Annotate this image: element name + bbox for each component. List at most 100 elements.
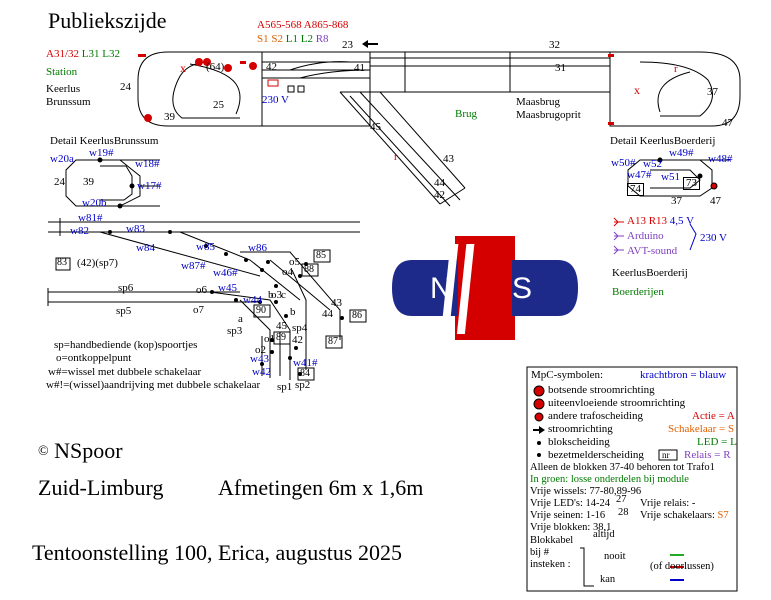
- boerderij-37: 37: [671, 195, 682, 207]
- mpc-schakelaar: Schakelaar = S: [668, 423, 735, 435]
- yard-box-85: 85: [316, 250, 326, 261]
- brug-label: Brug: [455, 108, 477, 120]
- detail-boerderij-tracks: [627, 157, 730, 197]
- yard-legend-4: w#!=(wissel)aandrijving met dubbele scha…: [46, 379, 261, 391]
- block-32: 32: [549, 39, 560, 51]
- mpc-insteken: insteken :: [530, 559, 571, 570]
- yard-box-90: 90: [256, 305, 266, 316]
- left-a-label: A31/32: [46, 48, 79, 60]
- maasbrug-label: Maasbrug: [516, 96, 560, 108]
- mpc-nooit: nooit: [604, 551, 626, 562]
- block-44: 44: [434, 177, 445, 189]
- mpc-schak-free-label: Vrije schakelaars:: [640, 510, 715, 521]
- boerderij-47: 47: [710, 195, 721, 207]
- svg-text:x: x: [634, 83, 640, 97]
- w84-label: w84: [136, 242, 155, 254]
- block-23: 23: [342, 39, 353, 51]
- yard-b2: b: [290, 306, 296, 318]
- s-label: S1 S2: [257, 33, 283, 45]
- w82-label: w82: [70, 225, 89, 237]
- mpc-altijd: altijd: [593, 529, 615, 540]
- sp1-label: sp1: [277, 381, 293, 393]
- volt-230-label: 230 V: [700, 232, 727, 244]
- block-47: 47: [722, 117, 733, 129]
- a-range-label: A565-568 A865-868: [257, 19, 349, 31]
- block-45: 45: [370, 121, 381, 133]
- mpc-blokken: Vrije blokken: 38,1: [530, 522, 612, 533]
- mpc-blokkabel: Blokkabel: [530, 535, 574, 546]
- mpc-bij: bij #: [530, 547, 549, 558]
- direction-arrow: [362, 40, 378, 48]
- brunssum-39: 39: [83, 176, 94, 188]
- keerlus-label: Keerlus: [46, 83, 81, 95]
- brunssum-24: 24: [54, 176, 65, 188]
- block-box-73: 73: [683, 177, 700, 190]
- yard-box-86: 86: [352, 310, 362, 321]
- mpc-nr: nr: [662, 450, 670, 460]
- block-box-74: 74: [627, 183, 644, 196]
- mpc-schak-free: Vrije schakelaars: S7: [640, 510, 729, 522]
- page-title: Publiekszijde: [48, 8, 167, 33]
- svg-text:r: r: [394, 151, 398, 163]
- mpc-kan: kan: [600, 574, 616, 585]
- l-label: L1 L2: [285, 33, 313, 45]
- block-41: 41: [354, 62, 365, 74]
- w17-label: w17#: [137, 180, 162, 192]
- boerderij-a-line: A13 R13 4,5 V: [627, 216, 694, 227]
- yard-boxes: [55, 249, 367, 381]
- footer-event: Tentoonstelling 100, Erica, augustus 202…: [32, 540, 402, 565]
- left-l-label: L31 L32: [81, 48, 120, 60]
- mpc-leds: Vrije LED's: 14-24: [530, 498, 610, 509]
- mpc-groen: In groen: losse onderdelen bij module: [530, 474, 689, 485]
- w44-label: w44: [243, 294, 262, 306]
- mpc-wissels: Vrije wissels: 77-80,89-96: [530, 486, 642, 497]
- mpc-actie: Actie = A: [692, 410, 735, 422]
- yard-box-84: 84: [300, 368, 310, 379]
- left-a-l-line: A31/32 L31 L32: [46, 49, 120, 60]
- yard-dots: [108, 230, 344, 376]
- w20b-label: w20b: [82, 197, 107, 209]
- mpc-doorlussen: (of doorlussen): [650, 561, 714, 572]
- mpc-led: LED = L: [697, 436, 737, 448]
- red-markers: x x r r: [138, 54, 678, 163]
- block-37: 37: [707, 86, 718, 98]
- mpc-relais: Relais = R: [684, 449, 731, 461]
- o6-label: o6: [196, 284, 207, 296]
- w41-label: w41#: [293, 357, 318, 369]
- mpc-seinen: Vrije seinen: 1-16: [530, 510, 606, 521]
- w51-label: w51: [661, 171, 680, 183]
- a13-r13-label: A13 R13: [627, 215, 668, 227]
- yard-43: 43: [331, 297, 342, 309]
- mpc-alleen: Alleen de blokken 37-40 behoren tot Traf…: [530, 462, 715, 473]
- ns-logo-graphic: [392, 236, 578, 340]
- boerderij-legend-arrows: [613, 217, 697, 255]
- yard-box-87: 87: [328, 336, 338, 347]
- yard-42: 42: [292, 334, 303, 346]
- block-31: 31: [555, 62, 566, 74]
- ns-logo-n: N: [430, 272, 452, 305]
- w46-label: w46#: [213, 267, 238, 279]
- main-layout: [137, 51, 741, 207]
- w43-label: w43: [250, 353, 269, 365]
- o5-label: o5: [289, 256, 300, 268]
- slr-labels: S1 S2 L1 L2 R8: [257, 34, 329, 45]
- block-24: 24: [120, 81, 131, 93]
- o7-label: o7: [193, 304, 204, 316]
- o2-label: o2: [255, 344, 266, 356]
- mpc-title: MpC-symbolen:: [531, 369, 604, 381]
- copyright-line: © NSpoor: [38, 440, 123, 462]
- block-25: 25: [213, 99, 224, 111]
- mpc-legend-box: [526, 366, 738, 592]
- mpc-bezet: bezetmelderscheiding: [548, 449, 644, 461]
- ns-logo-s: S: [512, 272, 533, 305]
- yard-c: c: [281, 289, 286, 301]
- yard-legend-1: sp=handbediende (kop)spoortjes: [54, 339, 198, 351]
- mpc-seinen-n: 28: [618, 507, 629, 518]
- detail-boerderij-title: Detail KeerlusBoerderij: [610, 135, 716, 147]
- sp7-label: (42)(sp7): [77, 257, 118, 269]
- w18-label: w18#: [135, 158, 160, 170]
- svg-text:r: r: [674, 63, 678, 75]
- station-label: Station: [46, 66, 78, 78]
- sp5-label: sp5: [116, 305, 132, 317]
